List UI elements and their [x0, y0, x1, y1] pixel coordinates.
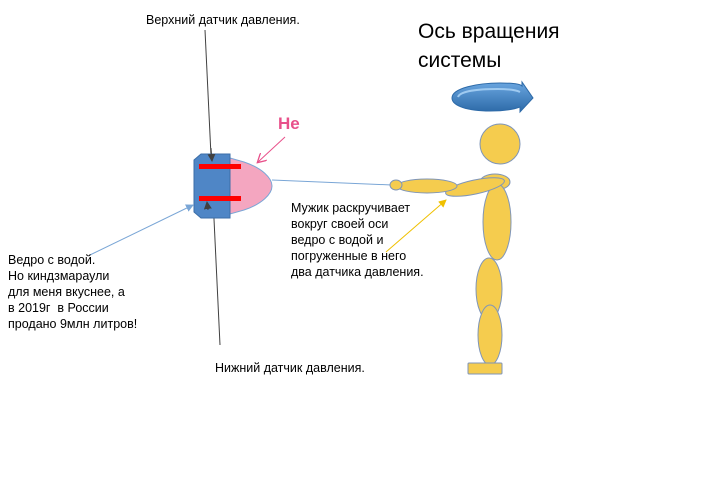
- bottom-sensor-label: Нижний датчик давления.: [215, 361, 365, 375]
- man-figure: [389, 123, 521, 375]
- man-pointer: [385, 199, 447, 253]
- top-sensor-label: Верхний датчик давления.: [146, 13, 300, 27]
- bucket-pointer: [89, 204, 194, 256]
- rotation-arrow-icon: [451, 80, 534, 114]
- rotation-axis-title: Ось вращения системы: [418, 20, 560, 72]
- upper-sensor: [199, 164, 241, 169]
- he-label: Не: [278, 114, 300, 133]
- bucket: [193, 153, 273, 219]
- man-note: Мужик раскручивает вокруг своей оси ведр…: [291, 201, 424, 279]
- upper-sensor-arrow: [207, 147, 216, 162]
- lower-sensor-arrow: [203, 201, 212, 211]
- bucket-note: Ведро с водой. Но киндзмараули для меня …: [8, 253, 138, 331]
- rope-line: [271, 179, 393, 186]
- he-pointer: [258, 136, 286, 162]
- lower-sensor: [199, 196, 241, 201]
